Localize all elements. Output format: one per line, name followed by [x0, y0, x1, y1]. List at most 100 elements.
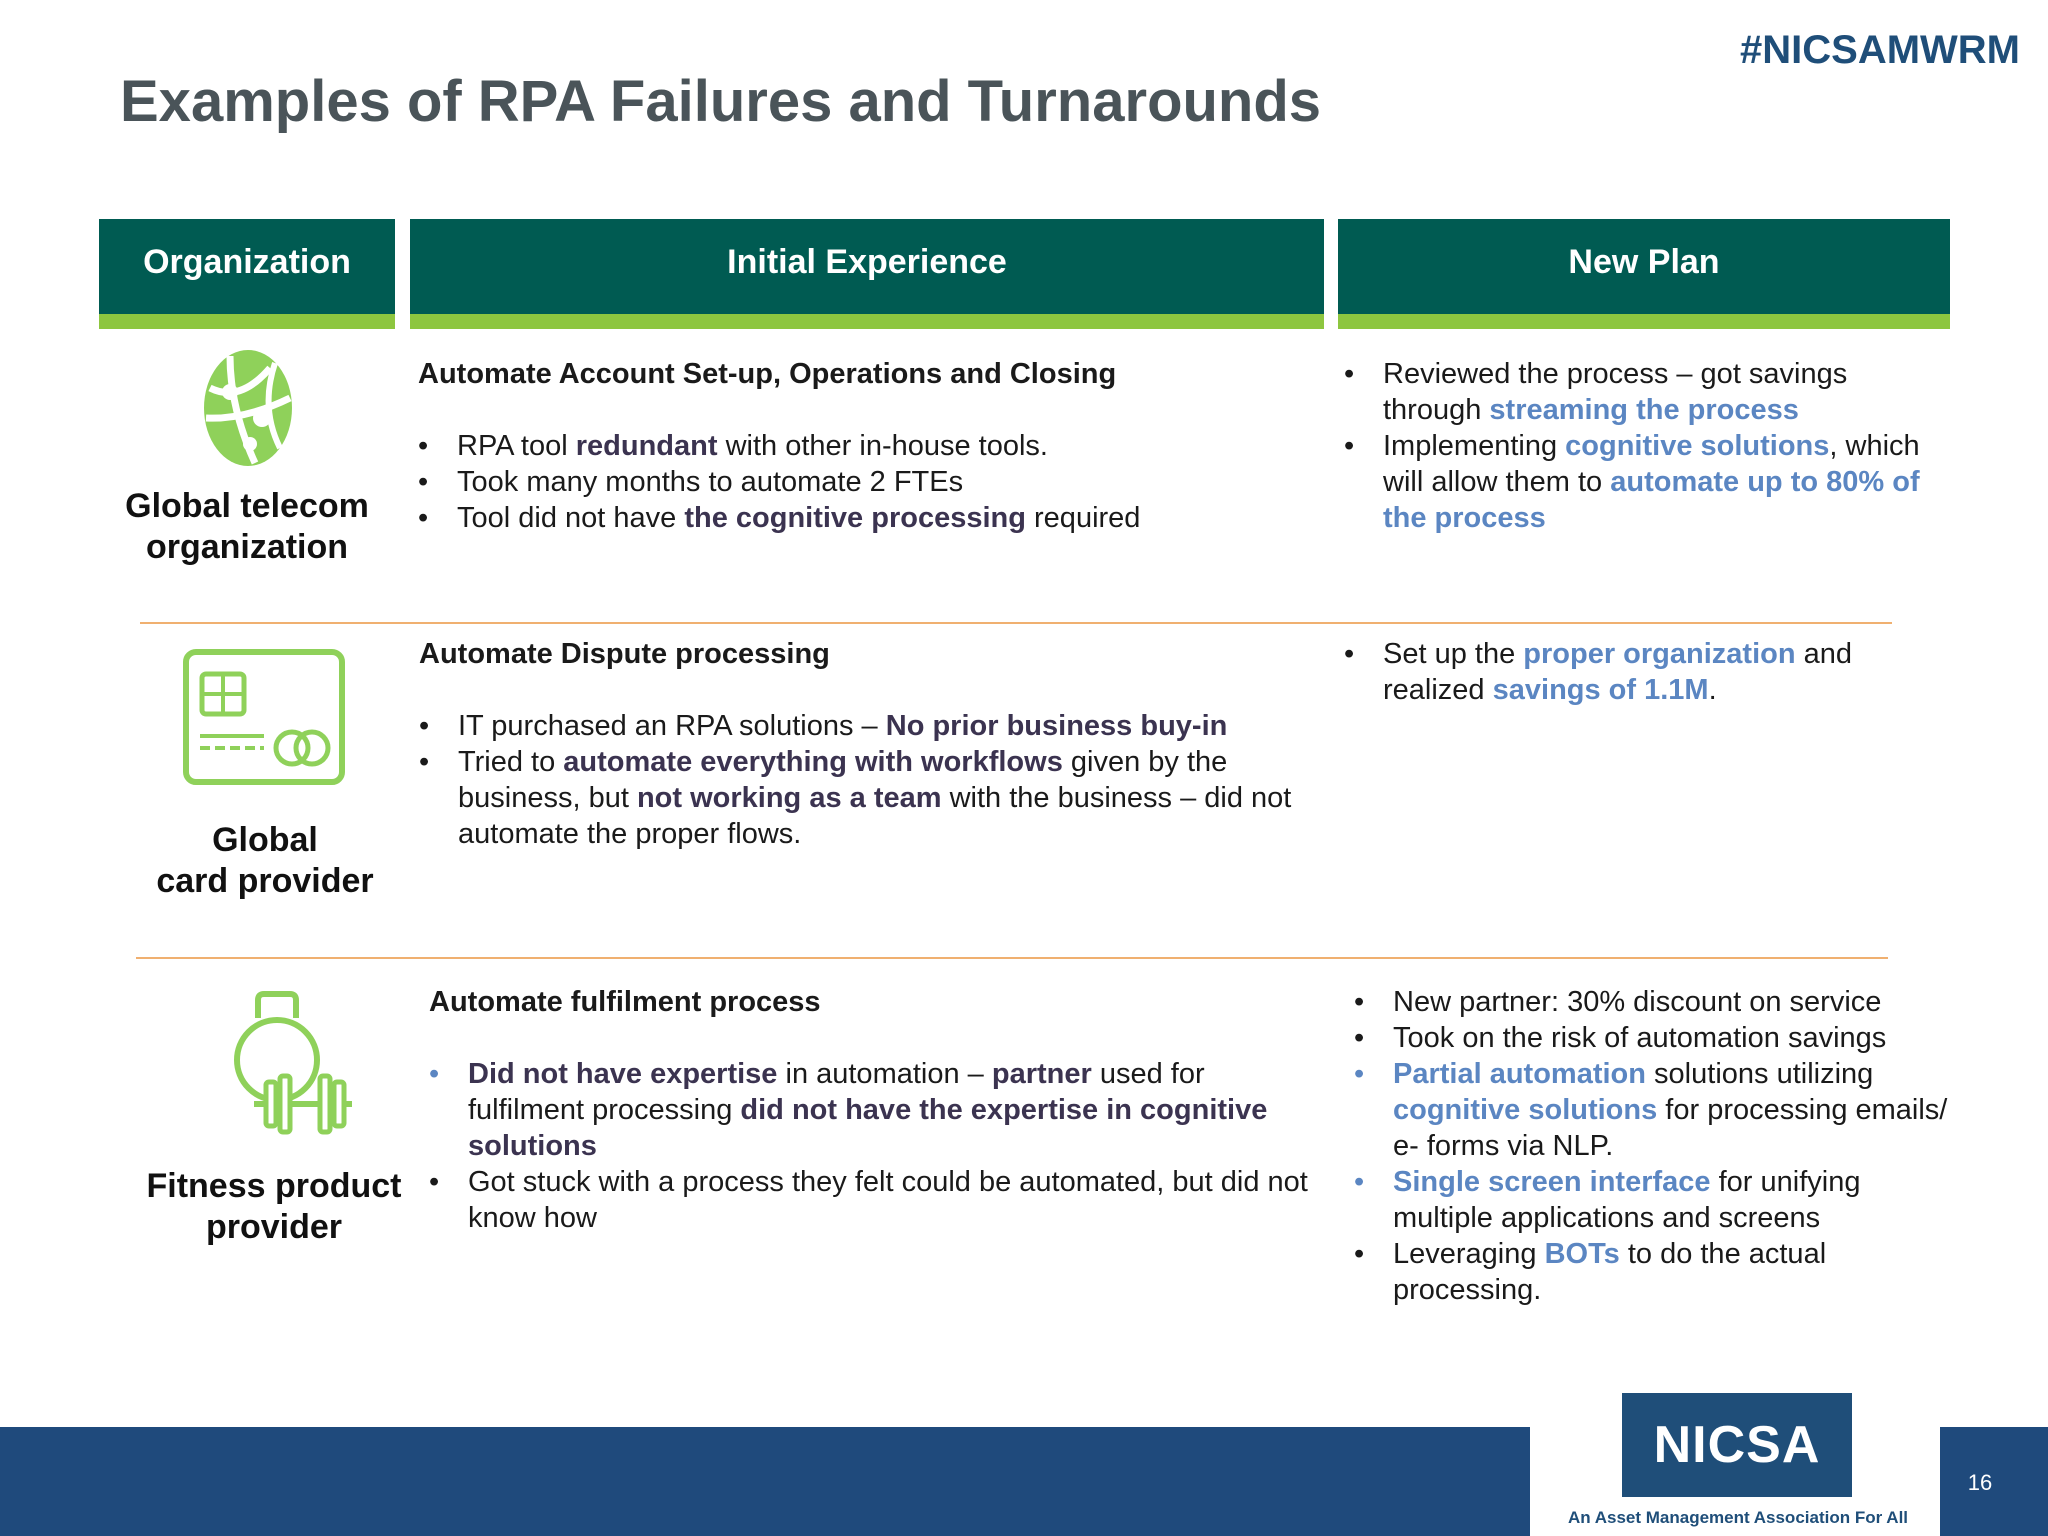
list-item: Tried to automate everything with workfl… — [419, 744, 1319, 852]
initial-experience-cell: Automate Dispute processing IT purchased… — [419, 636, 1319, 852]
org-name-line2: organization — [145, 528, 349, 566]
emphasis-text: No prior business buy-in — [885, 710, 1228, 742]
list-item: Partial automation solutions utilizing c… — [1354, 1056, 1954, 1164]
new-plan-cell: Reviewed the process – got savings throu… — [1344, 356, 1944, 536]
emphasis-text: redundant — [575, 430, 718, 462]
list-item: Took many months to automate 2 FTEs — [418, 464, 1318, 500]
emphasis-text: partner — [991, 1058, 1092, 1090]
highlight-text: automate up to 80% of the process — [1383, 466, 1920, 534]
credit-card-icon — [182, 648, 346, 791]
org-name-global-telecom: Global telecom organization — [99, 486, 395, 568]
initial-bullet-list: IT purchased an RPA solutions – No prior… — [419, 708, 1319, 852]
initial-heading: Automate Account Set-up, Operations and … — [418, 358, 1117, 390]
emphasis-text: the cognitive processing — [684, 502, 1026, 534]
highlight-text: cognitive solutions — [1565, 430, 1830, 462]
new-plan-bullet-list: Reviewed the process – got savings throu… — [1344, 356, 1944, 536]
footer-bar — [0, 1427, 1530, 1536]
org-name-global-card: Global card provider — [130, 820, 400, 902]
row-separator — [136, 957, 1888, 959]
text: Took on the risk of automation savings — [1393, 1022, 1887, 1054]
org-name-line2: card provider — [156, 862, 374, 900]
text: with other in-house tools. — [717, 430, 1048, 462]
org-name-line2: provider — [205, 1208, 343, 1246]
new-plan-cell: New partner: 30% discount on service Too… — [1354, 984, 1954, 1308]
header-organization-label: Organization — [143, 243, 351, 281]
text: solutions utilizing — [1646, 1058, 1874, 1090]
globe-icon — [200, 348, 296, 473]
list-item: Single screen interface for unifying mul… — [1354, 1164, 1954, 1236]
list-item: Reviewed the process – got savings throu… — [1344, 356, 1944, 428]
initial-bullet-list: RPA tool redundant with other in-house t… — [418, 428, 1318, 536]
logo-text: NICSA — [1653, 1416, 1821, 1474]
text: with the business – did not automate the… — [458, 782, 1292, 850]
text: and realized — [1383, 638, 1853, 706]
new-plan-bullet-list: New partner: 30% discount on service Too… — [1354, 984, 1954, 1308]
text: Set up the — [1383, 638, 1524, 670]
org-name-line1: Fitness product — [146, 1167, 402, 1205]
list-item: Leveraging BOTs to do the actual process… — [1354, 1236, 1954, 1308]
text: required — [1025, 502, 1141, 534]
list-item: Did not have expertise in automation – p… — [429, 1056, 1309, 1164]
header-initial-label: Initial Experience — [727, 243, 1007, 281]
text: in automation – — [777, 1058, 992, 1090]
highlight-text: streaming the process — [1489, 394, 1799, 426]
text: , which will allow them to — [1383, 430, 1920, 498]
text: Reviewed the process – got savings throu… — [1383, 358, 1848, 426]
text: Leveraging — [1393, 1238, 1545, 1270]
org-name-fitness: Fitness product provider — [134, 1166, 414, 1248]
list-item: RPA tool redundant with other in-house t… — [418, 428, 1318, 464]
text: Tried to — [458, 746, 564, 778]
highlight-text: cognitive solutions — [1393, 1094, 1658, 1126]
new-plan-bullet-list: Set up the proper organization and reali… — [1344, 636, 1944, 708]
highlight-text: BOTs — [1544, 1238, 1620, 1270]
text: used for fulfilment processing — [468, 1058, 1205, 1126]
page-title: Examples of RPA Failures and Turnarounds — [120, 69, 1322, 134]
org-name-line1: Global — [212, 821, 318, 859]
list-item: Set up the proper organization and reali… — [1344, 636, 1944, 708]
highlight-text: proper organization — [1523, 638, 1796, 670]
highlight-text: Partial automation — [1393, 1058, 1646, 1090]
header-initial-experience: Initial Experience — [410, 219, 1324, 329]
text: for unifying multiple applications and s… — [1393, 1166, 1861, 1234]
kettlebell-dumbbell-icon — [228, 990, 356, 1141]
row-separator — [140, 622, 1892, 624]
text: . — [1708, 674, 1717, 706]
hashtag: #NICSAMWRM — [1740, 28, 2020, 72]
emphasis-text: Did not have expertise — [468, 1058, 778, 1090]
initial-heading: Automate fulfilment process — [429, 986, 821, 1018]
header-new-plan-label: New Plan — [1568, 243, 1720, 281]
text: Tool did not have — [457, 502, 685, 534]
list-item: Got stuck with a process they felt could… — [429, 1164, 1309, 1236]
text: Got stuck with a process they felt could… — [468, 1166, 1308, 1234]
header-organization: Organization — [99, 219, 395, 329]
text: Took many months to automate 2 FTEs — [457, 466, 964, 498]
text: given by the business, but — [458, 746, 1228, 814]
nicsa-logo: NICSA — [1622, 1393, 1852, 1497]
list-item: IT purchased an RPA solutions – No prior… — [419, 708, 1319, 744]
new-plan-cell: Set up the proper organization and reali… — [1344, 636, 1944, 708]
highlight-text: Single screen interface — [1393, 1166, 1711, 1198]
page-number: 16 — [1967, 1470, 1993, 1495]
emphasis-text: automate everything with workflows — [563, 746, 1063, 778]
text: RPA tool — [457, 430, 576, 462]
emphasis-text: not working as a team — [636, 782, 942, 814]
text: IT purchased an RPA solutions – — [458, 710, 886, 742]
list-item: Implementing cognitive solutions, which … — [1344, 428, 1944, 536]
text: New partner: 30% discount on service — [1393, 986, 1882, 1018]
org-name-line1: Global telecom — [125, 487, 369, 525]
list-item: Tool did not have the cognitive processi… — [418, 500, 1318, 536]
initial-bullet-list: Did not have expertise in automation – p… — [429, 1056, 1309, 1236]
text: to do the actual processing. — [1393, 1238, 1827, 1306]
logo-tagline: An Asset Management Association For All — [1567, 1508, 1909, 1527]
initial-experience-cell: Automate fulfilment process Did not have… — [429, 984, 1309, 1236]
text: Implementing — [1383, 430, 1566, 462]
list-item: New partner: 30% discount on service — [1354, 984, 1954, 1020]
highlight-text: savings of 1.1M — [1492, 674, 1709, 706]
initial-experience-cell: Automate Account Set-up, Operations and … — [418, 356, 1318, 536]
list-item: Took on the risk of automation savings — [1354, 1020, 1954, 1056]
footer-bar-right — [1940, 1427, 2048, 1536]
initial-heading: Automate Dispute processing — [419, 638, 830, 670]
text: for processing emails/ e- forms via NLP. — [1393, 1094, 1948, 1162]
emphasis-text: did not have the expertise in cognitive … — [468, 1094, 1268, 1162]
header-new-plan: New Plan — [1338, 219, 1950, 329]
